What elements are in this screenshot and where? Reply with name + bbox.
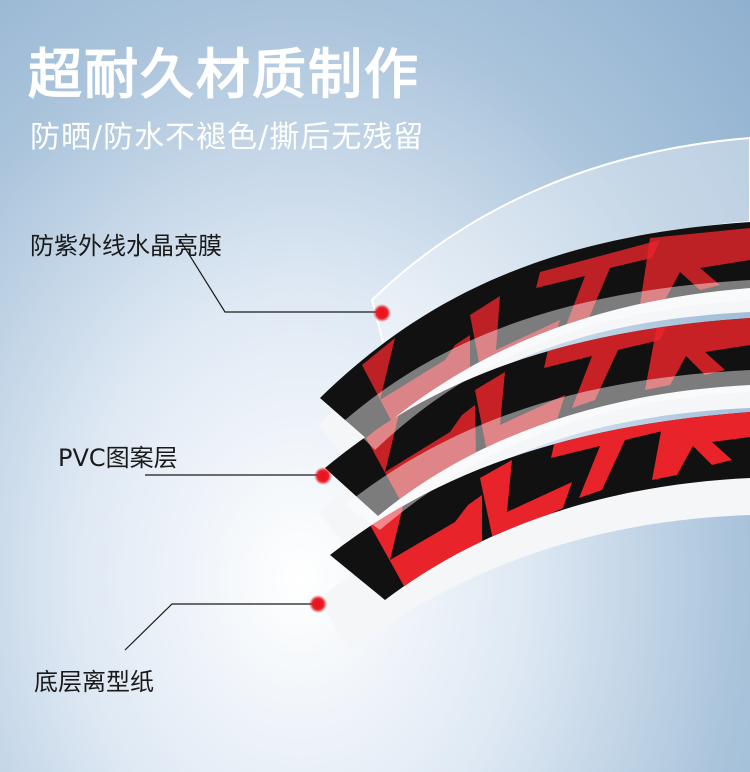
- white-backing-2: [318, 360, 750, 560]
- white-backing-1: [318, 262, 750, 470]
- white-backing-3: [318, 450, 750, 650]
- leader-line-top: [179, 239, 382, 313]
- label-release-paper: 底层离型纸: [34, 668, 154, 696]
- clear-film-bottom: [345, 370, 750, 530]
- page-title: 超耐久材质制作: [28, 43, 420, 106]
- page-subtitle: 防晒/防水不褪色/撕后无残留: [30, 120, 425, 155]
- decal-letters-bottom: [370, 412, 750, 588]
- clear-film-middle: [345, 280, 750, 450]
- label-uv-film: 防紫外线水晶亮膜: [30, 232, 222, 260]
- decal-letters-middle: [366, 318, 750, 500]
- label-pvc-layer: PVC图案层: [58, 444, 178, 472]
- leader-line-bottom: [124, 603, 318, 651]
